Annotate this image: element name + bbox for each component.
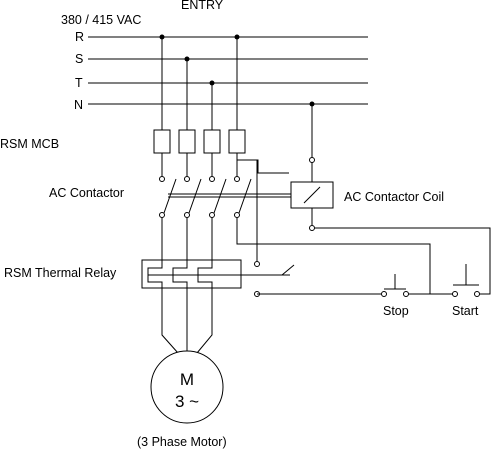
phase-label-t: T — [75, 76, 83, 90]
stop-label: Stop — [383, 304, 409, 318]
contact-blade-1 — [163, 178, 177, 214]
coil-label: AC Contactor Coil — [344, 190, 444, 204]
motor-phase-symbol: 3 ~ — [175, 392, 199, 411]
motor-caption: (3 Phase Motor) — [137, 435, 227, 449]
supply-bus — [88, 36, 368, 105]
contact-blade-2 — [188, 178, 202, 214]
feeder-wires — [161, 37, 313, 157]
phase-label-n: N — [74, 98, 83, 112]
contactor-contacts — [159, 176, 252, 218]
motor-symbol: M — [180, 370, 194, 389]
contact-blade-4 — [238, 178, 252, 214]
phase-label-r: R — [75, 30, 84, 44]
entry-label: ENTRY — [181, 0, 224, 12]
phase-labels: R S T N — [74, 30, 84, 112]
mcb-label: RSM MCB — [0, 137, 59, 151]
phase-label-s: S — [75, 52, 83, 66]
motor: M 3 ~ — [150, 350, 224, 424]
contactor-output-wires — [161, 218, 213, 262]
mcb-pole-3 — [203, 129, 221, 154]
thermal-relay — [141, 160, 295, 297]
contact-blade-3 — [213, 178, 227, 214]
mcb-pole-1 — [153, 129, 171, 154]
mcb-group — [153, 129, 246, 154]
mcb-pole-2 — [178, 129, 196, 154]
motor-feed-wires — [161, 288, 213, 354]
motor-circle — [150, 350, 224, 424]
mcb-pole-4 — [228, 129, 246, 154]
contactor-coil — [290, 157, 334, 231]
control-circuit — [236, 218, 491, 295]
thermal-relay-box — [141, 259, 242, 289]
contactor-linkage — [168, 193, 291, 198]
contactor-label: AC Contactor — [49, 186, 124, 200]
mcb-output-wires — [161, 153, 289, 176]
start-button — [452, 264, 480, 297]
thermal-relay-label: RSM Thermal Relay — [4, 266, 117, 280]
start-label: Start — [452, 304, 479, 318]
voltage-label: 380 / 415 VAC — [61, 13, 141, 27]
stop-button — [381, 274, 409, 297]
